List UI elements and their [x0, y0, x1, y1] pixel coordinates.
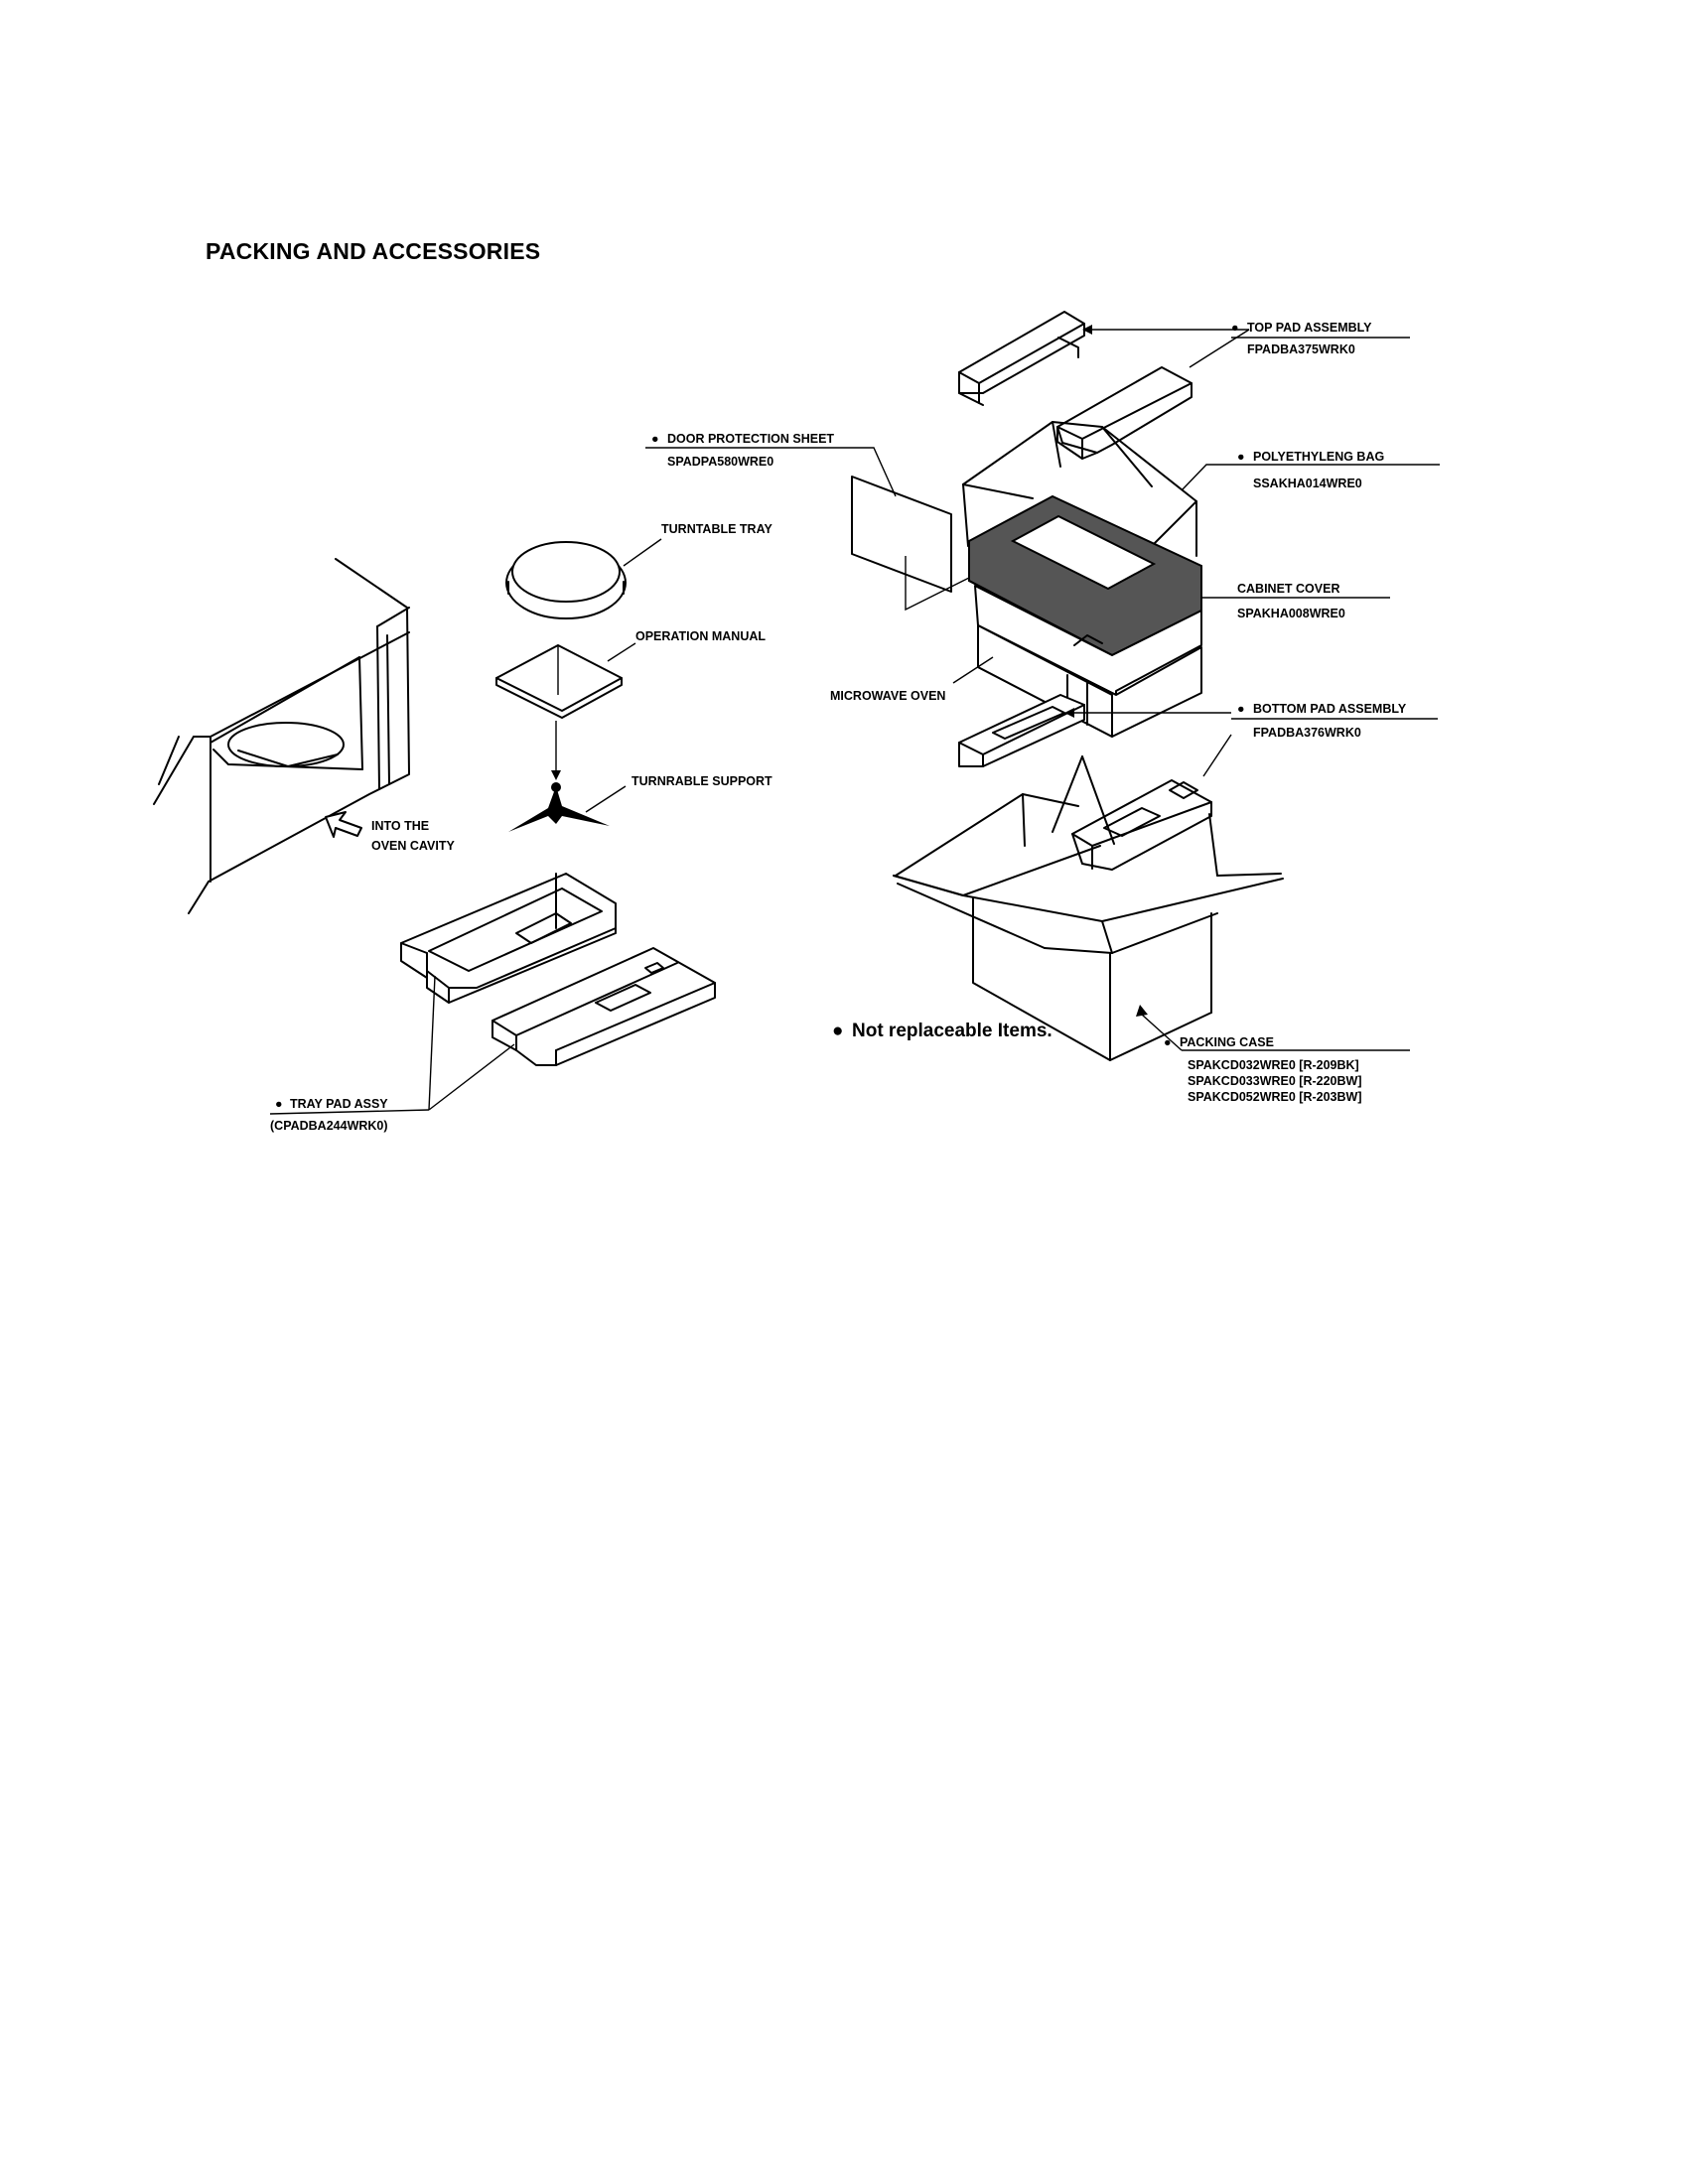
oven-cavity-drawing	[153, 558, 410, 914]
label-tray-pad-bullet: ●	[275, 1097, 283, 1111]
arrow-head-icon	[1136, 1005, 1148, 1017]
leader-tray-pad-1	[428, 975, 436, 1111]
label-cabinet-cover-part: SPAKHA008WRE0	[1237, 607, 1345, 620]
leader-turntable-support	[585, 785, 627, 813]
tray-pad-upper-drawing	[400, 873, 617, 1004]
bottom-pad-rear-drawing	[1071, 779, 1212, 871]
label-packing-case: PACKING CASE	[1180, 1035, 1274, 1049]
label-door-sheet-bullet: ●	[651, 432, 659, 446]
door-sheet-guide	[905, 556, 994, 612]
leader-bottom-pad-2	[1202, 734, 1232, 777]
label-poly-bag-part: SSAKHA014WRE0	[1253, 477, 1362, 490]
leader-microwave-oven	[952, 656, 994, 684]
label-top-pad-part: FPADBA375WRK0	[1247, 342, 1355, 356]
label-turntable-support: TURNRABLE SUPPORT	[632, 774, 772, 788]
top-pad-small-drawing	[958, 311, 1085, 406]
page-title: PACKING AND ACCESSORIES	[206, 238, 541, 264]
label-poly-bag-bullet: ●	[1237, 450, 1245, 464]
packing-case-drawing	[893, 755, 1284, 1061]
top-pad-large-drawing	[1056, 366, 1193, 460]
operation-manual-drawing	[495, 644, 623, 719]
packing-case-part-3: SPAKCD052WRE0 [R-203BW]	[1188, 1090, 1362, 1104]
packing-case-part-1: SPAKCD032WRE0 [R-209BK]	[1188, 1058, 1359, 1072]
label-bottom-pad-bullet: ●	[1237, 702, 1245, 716]
packing-case-part-2: SPAKCD033WRE0 [R-220BW]	[1188, 1074, 1362, 1088]
label-tray-pad: TRAY PAD ASSY	[290, 1097, 388, 1111]
label-oven-cavity: OVEN CAVITY	[371, 839, 455, 853]
leader-door-sheet	[645, 447, 897, 497]
turntable-support-drawing	[508, 782, 610, 832]
bottom-pad-front-drawing	[958, 694, 1085, 767]
label-top-pad-bullet: ●	[1231, 321, 1239, 335]
label-tray-pad-part: (CPADBA244WRK0)	[270, 1119, 388, 1133]
door-sheet-drawing	[851, 476, 952, 593]
label-turntable-tray: TURNTABLE TRAY	[661, 522, 772, 536]
label-poly-bag: POLYETHYLENG BAG	[1253, 450, 1384, 464]
label-bottom-pad-part: FPADBA376WRK0	[1253, 726, 1361, 740]
leader-packing-case	[1141, 1014, 1183, 1051]
polyethylene-bag-drawing	[962, 421, 1197, 557]
label-microwave-oven: MICROWAVE OVEN	[830, 689, 945, 703]
leader-turntable-tray	[623, 538, 662, 567]
label-packing-case-bullet: ●	[1164, 1035, 1172, 1049]
label-into-the: INTO THE	[371, 819, 429, 833]
arrow-head-icon	[551, 770, 561, 780]
leader-poly-bag	[1181, 464, 1440, 491]
label-cabinet-cover: CABINET COVER	[1237, 582, 1339, 596]
label-door-sheet: DOOR PROTECTION SHEET	[667, 432, 834, 446]
note-bullet: ●	[832, 1021, 843, 1041]
label-bottom-pad: BOTTOM PAD ASSEMBLY	[1253, 702, 1407, 716]
into-cavity-arrow-icon	[325, 811, 362, 838]
leader-top-pad-2	[1189, 329, 1250, 368]
label-operation-manual: OPERATION MANUAL	[635, 629, 766, 643]
label-top-pad: TOP PAD ASSEMBLY	[1247, 321, 1372, 335]
leader-tray-pad-2	[428, 1043, 515, 1111]
arrow-head-icon	[1082, 325, 1092, 335]
label-door-sheet-part: SPADPA580WRE0	[667, 455, 773, 469]
leader-operation-manual	[607, 642, 636, 662]
note-text: Not replaceable Items.	[852, 1021, 1052, 1041]
turntable-tray-drawing	[505, 541, 627, 619]
tray-pad-lower-drawing	[491, 947, 716, 1066]
cavity-turntable-icon	[227, 722, 345, 767]
underline-tray-pad	[269, 1109, 430, 1115]
arrow-head-icon	[1064, 708, 1074, 718]
